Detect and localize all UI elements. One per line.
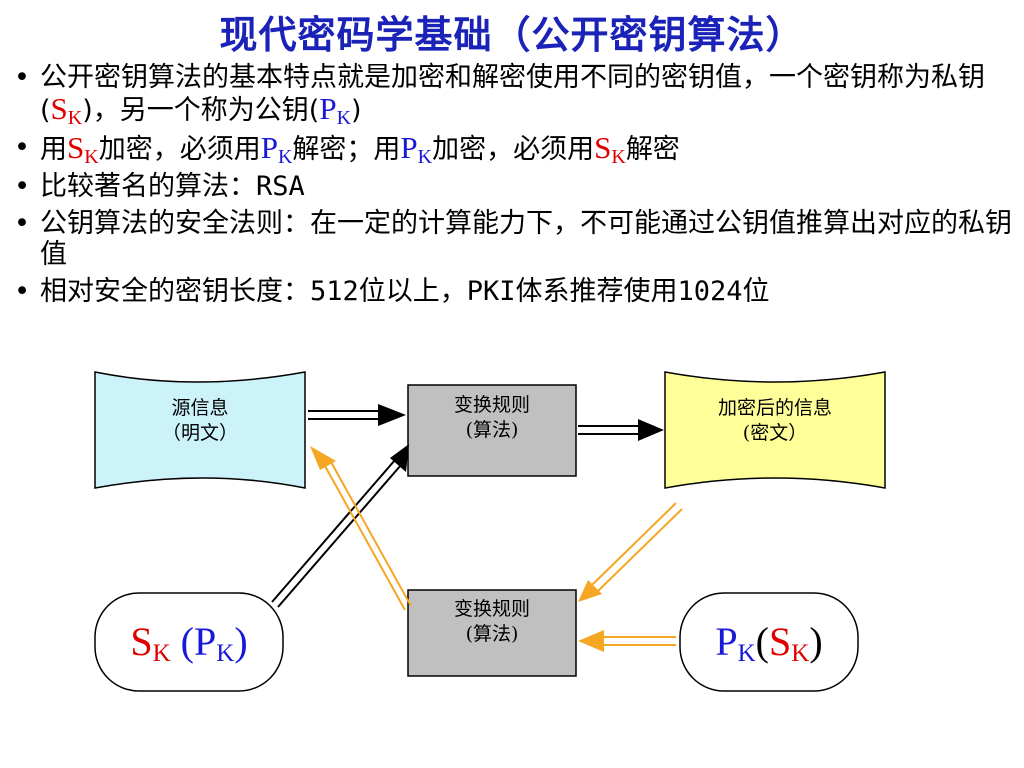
arrow-rule-to-cipher [578,419,664,441]
rule-box-bottom [407,589,577,677]
bullet-item-usage: 用SK加密，必须用PK解密；用PK加密，必须用SK解密 [12,130,1017,168]
bullet-list: 公开密钥算法的基本特点就是加密和解密使用不同的密钥值，一个密钥称为私钥(SK)，… [12,62,1017,313]
arrow-rule-to-source [310,446,412,611]
source-document-label: 源信息 （明文） [161,397,238,444]
private-key-symbol: SK [67,130,99,168]
bullet-item-key-length: 相对安全的密钥长度：512位以上，PKI体系推荐使用1024位 [12,276,1017,307]
cipher-document-label: 加密后的信息 (密文） [717,397,832,444]
public-key-symbol: PK [260,130,293,168]
left-key-label: SK (PK) [130,619,248,667]
arrow-cipher-to-rule [578,502,683,602]
private-key-symbol: SK [50,91,83,129]
right-key-label: PK(SK) [715,619,823,667]
rule-box-top [407,384,577,477]
rule-bottom-label: 变换规则 (算法) [453,598,530,645]
bullet-item-security-rule: 公钥算法的安全法则：在一定的计算能力下，不可能通过公钥值推算出对应的私钥值 [12,208,1017,270]
source-document-shape [94,371,306,489]
private-key-symbol: SK [594,130,626,168]
bullet-item-rsa: 比较著名的算法：RSA [12,171,1017,202]
arrow-source-to-rule [308,404,406,426]
public-key-symbol: PK [400,130,433,168]
cipher-document-shape [664,371,886,489]
arrow-key-to-rule [271,444,409,608]
left-key-oval [94,592,284,692]
public-key-symbol: PK [319,91,352,129]
right-key-oval [679,592,859,692]
arrow-pubkey-to-rule [578,630,676,652]
rule-top-label: 变换规则 (算法) [453,394,530,441]
slide-title: 现代密码学基础（公开密钥算法） [219,13,805,57]
bullet-item-key-basics: 公开密钥算法的基本特点就是加密和解密使用不同的密钥值，一个密钥称为私钥(SK)，… [12,62,1017,129]
